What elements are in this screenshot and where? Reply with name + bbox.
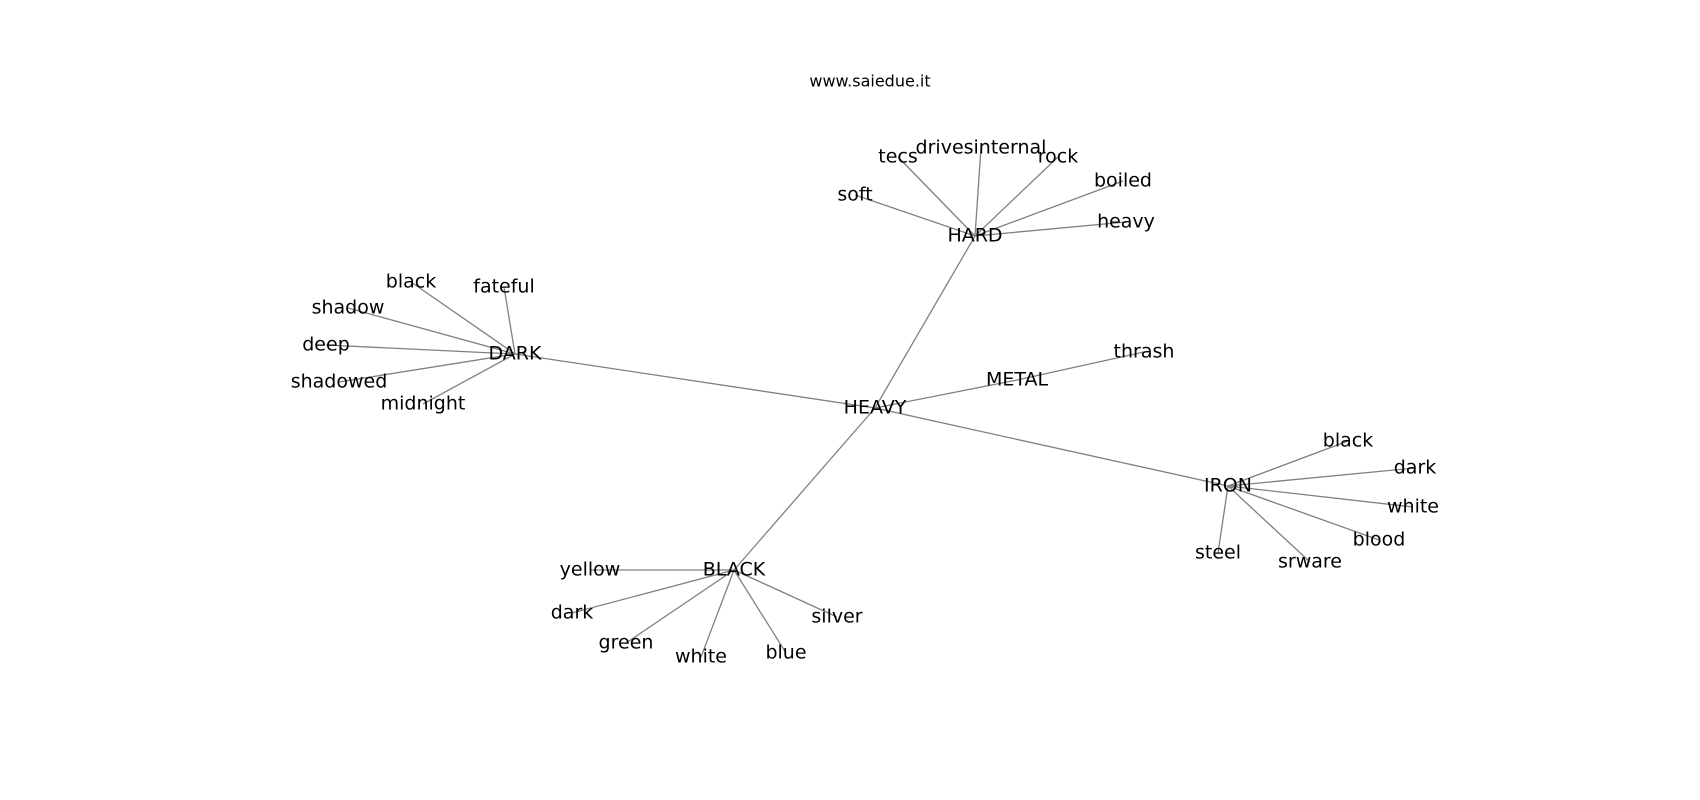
node-heavy: HEAVY: [844, 397, 907, 419]
node-dark-shadowed: shadowed: [291, 371, 388, 393]
edge-iron-iron-black: [1227, 440, 1349, 487]
node-dark-deep: deep: [302, 334, 350, 356]
node-dark-black: black: [386, 271, 436, 293]
edge-iron-iron-dark: [1227, 467, 1416, 487]
edge-heavy-metal: [874, 379, 1018, 409]
node-black-blue: blue: [765, 642, 806, 664]
edge-dark-dark-black: [410, 281, 516, 355]
edge-iron-iron-white: [1227, 485, 1414, 508]
node-hard-boiled: boiled: [1094, 170, 1152, 192]
node-thrash: thrash: [1114, 341, 1175, 363]
node-black: BLACK: [703, 559, 766, 581]
node-iron: IRON: [1204, 475, 1252, 497]
edge-black-black-green: [625, 569, 735, 644]
edge-hard-hard-rock: [974, 156, 1059, 237]
node-hard: HARD: [947, 225, 1002, 247]
node-dark-midnight: midnight: [381, 393, 466, 415]
edge-hard-hard-heavy: [974, 221, 1127, 237]
node-iron-blood: blood: [1353, 529, 1406, 551]
edges-layer: [325, 147, 1416, 658]
node-iron-dark: dark: [1394, 457, 1437, 479]
node-iron-white: white: [1387, 496, 1439, 518]
node-hard-tecs: tecs: [878, 146, 917, 168]
edge-dark-dark-shadow: [347, 307, 516, 355]
node-iron-steel: steel: [1195, 542, 1241, 564]
node-black-silver: silver: [811, 606, 862, 628]
edge-iron-iron-steel: [1217, 485, 1229, 554]
node-black-dark: dark: [551, 602, 594, 624]
node-hard-rock: rock: [1038, 146, 1078, 168]
edge-metal-thrash: [1016, 351, 1145, 381]
node-black-yellow: yellow: [560, 559, 621, 581]
node-dark-shadow: shadow: [312, 297, 385, 319]
edge-black-black-blue: [733, 569, 787, 654]
node-iron-srware: srware: [1278, 551, 1342, 573]
edge-iron-iron-srware: [1227, 485, 1311, 563]
node-hard-soft: soft: [837, 184, 872, 206]
edge-hard-hard-tecs: [897, 156, 976, 237]
edge-heavy-black: [733, 407, 876, 571]
edge-dark-dark-fateful: [503, 286, 516, 355]
edge-iron-iron-blood: [1227, 485, 1380, 541]
edge-dark-dark-deep: [325, 344, 516, 355]
node-hard-heavy: heavy: [1097, 211, 1155, 233]
edge-black-black-white: [700, 569, 735, 658]
edge-heavy-hard: [874, 235, 976, 409]
edge-hard-hard-boiled: [974, 180, 1124, 237]
edge-dark-dark-shadowed: [338, 353, 516, 383]
node-hard-drivesinternal: drivesinternal: [916, 137, 1047, 159]
edge-black-black-silver: [733, 569, 838, 618]
node-iron-black: black: [1323, 430, 1373, 452]
edge-dark-dark-midnight: [422, 353, 516, 405]
source-url: www.saiedue.it: [809, 72, 930, 91]
node-black-white: white: [675, 646, 727, 668]
node-dark: DARK: [489, 343, 542, 365]
edge-hard-hard-soft: [854, 194, 976, 237]
node-dark-fateful: fateful: [473, 276, 534, 298]
node-black-green: green: [599, 632, 654, 654]
node-metal: METAL: [986, 369, 1049, 391]
edge-hard-hard-drivesinternal: [974, 147, 982, 237]
edge-heavy-iron: [874, 407, 1229, 487]
edge-heavy-dark: [514, 353, 876, 409]
labels-layer: HEAVY METAL thrash HARD soft tecsdrivesintern…: [291, 137, 1439, 668]
edge-black-black-dark: [571, 569, 735, 614]
